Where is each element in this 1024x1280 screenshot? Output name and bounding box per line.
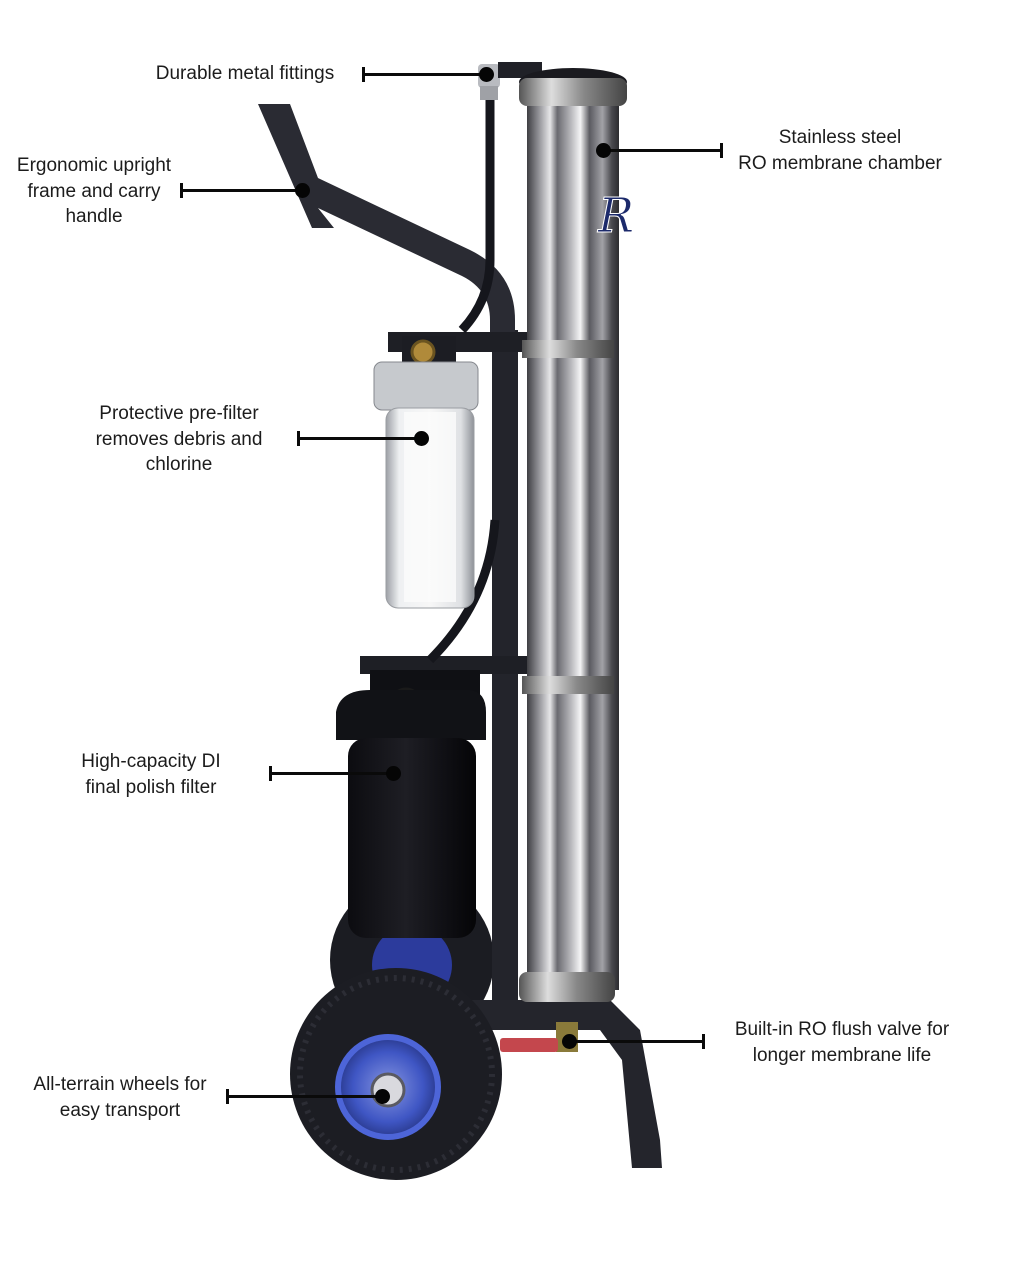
callout-line: frame and carry	[27, 180, 161, 202]
leader-dot	[375, 1089, 390, 1104]
callout-label-prefilter: Protective pre-filter removes debris and…	[82, 401, 276, 478]
callout-line: removes debris and	[95, 428, 263, 450]
leader-dot	[386, 766, 401, 781]
callout-line: handle	[65, 206, 123, 227]
leader-dot	[562, 1034, 577, 1049]
leader-dot	[479, 67, 494, 82]
callout-line: final polish filter	[85, 776, 217, 798]
leader-cap	[720, 143, 723, 158]
callout-label-membrane: Stainless steel RO membrane chamber	[728, 125, 952, 176]
logo-mark: R	[597, 188, 634, 244]
callout-line: Ergonomic upright	[16, 155, 172, 176]
callout-label-flush-valve: Built-in RO flush valve for longer membr…	[722, 1017, 962, 1068]
leader-cap	[180, 183, 183, 198]
leader-cap	[226, 1089, 229, 1104]
leader-cap	[297, 431, 300, 446]
callout-line: High-capacity DI	[81, 751, 221, 772]
leader-cap	[269, 766, 272, 781]
callout-label-fittings: Durable metal fittings	[140, 61, 350, 87]
leader-cap	[702, 1034, 705, 1049]
callout-label-wheels: All-terrain wheels for easy transport	[20, 1072, 220, 1123]
leader-line-wheels	[226, 1089, 390, 1104]
callout-line: longer membrane life	[752, 1044, 932, 1066]
callout-line: Durable metal fittings	[155, 63, 335, 84]
callout-line: Built-in RO flush valve for	[734, 1019, 950, 1040]
leader-dot	[414, 431, 429, 446]
callout-line: RO membrane chamber	[738, 152, 942, 174]
leader-line-prefilter	[297, 431, 429, 446]
callout-line: Stainless steel	[778, 127, 902, 148]
callout-line: Protective pre-filter	[99, 403, 259, 424]
leader-cap	[362, 67, 365, 82]
callout-label-handle: Ergonomic upright frame and carry handle	[4, 153, 184, 230]
leader-dot	[596, 143, 611, 158]
callout-line: All-terrain wheels for	[33, 1074, 207, 1095]
leader-line-di-filter	[269, 766, 401, 781]
leader-line-fittings	[362, 67, 494, 82]
leader-dot	[295, 183, 310, 198]
callout-line: easy transport	[59, 1099, 181, 1121]
leader-line-handle	[180, 183, 310, 198]
callout-label-di-filter: High-capacity DI final polish filter	[66, 749, 236, 800]
leader-line-flush-valve	[562, 1034, 705, 1049]
callout-line: chlorine	[145, 454, 213, 475]
leader-line-membrane	[596, 143, 723, 158]
